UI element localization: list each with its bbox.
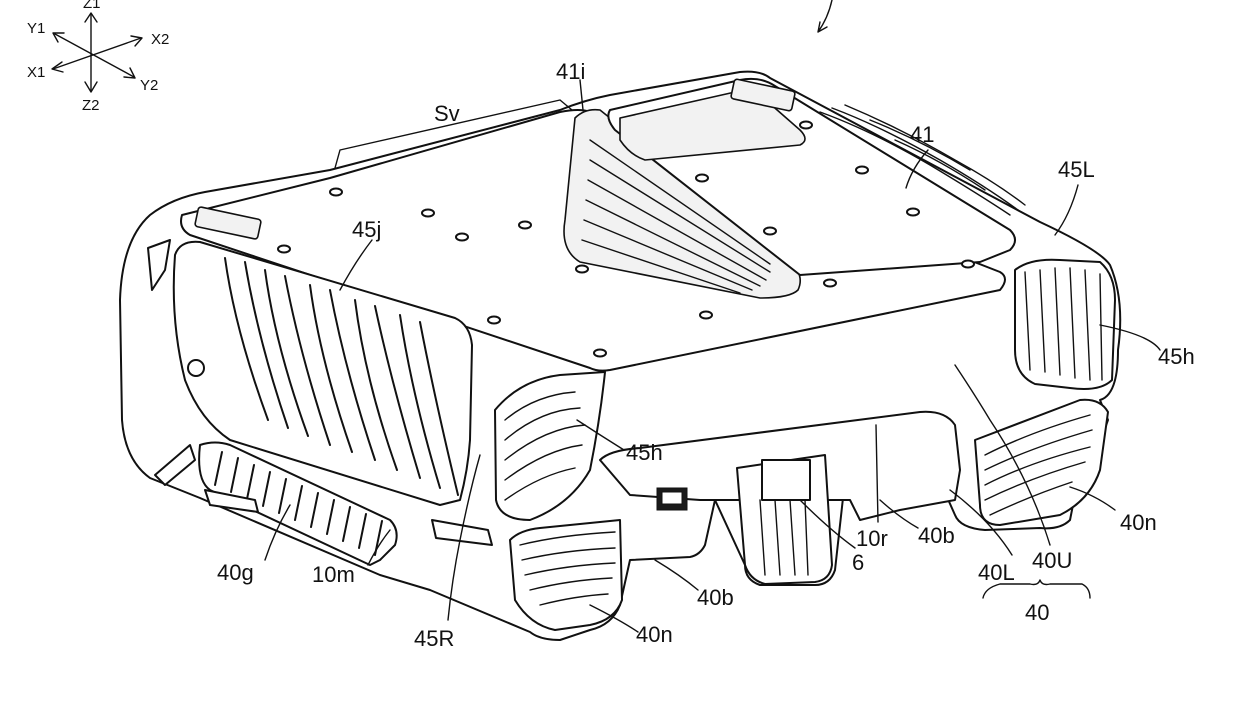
front-button — [188, 360, 204, 376]
label-45j: 45j — [352, 217, 381, 242]
stand-foot-window — [762, 460, 810, 500]
reference-arrow — [818, 0, 832, 32]
network-port-socket — [662, 492, 682, 504]
label-40g: 40g — [217, 560, 254, 585]
device-body — [120, 72, 1120, 640]
axis-label-z2: Z2 — [82, 97, 100, 114]
axis-indicator: Z1 Z2 X1 X2 Y1 Y2 — [27, 0, 169, 114]
label-45h-right: 45h — [1158, 344, 1195, 369]
label-45L: 45L — [1058, 157, 1095, 182]
label-10r: 10r — [856, 526, 888, 551]
axis-label-y1: Y1 — [27, 20, 45, 37]
axis-label-z1: Z1 — [83, 0, 101, 12]
label-40n-front: 40n — [636, 622, 673, 647]
label-41i: 41i — [556, 59, 585, 84]
label-6: 6 — [852, 550, 864, 575]
label-10m: 10m — [312, 562, 355, 587]
axis-label-y2: Y2 — [140, 77, 158, 94]
label-45h-front: 45h — [626, 440, 663, 465]
label-40b-right: 40b — [918, 523, 955, 548]
label-45R: 45R — [414, 626, 454, 651]
label-41: 41 — [910, 122, 934, 147]
label-sv: Sv — [434, 101, 460, 126]
label-40U: 40U — [1032, 548, 1072, 573]
axis-label-x1: X1 — [27, 64, 45, 81]
label-40L: 40L — [978, 560, 1015, 585]
label-40: 40 — [1025, 600, 1049, 625]
label-40n-right: 40n — [1120, 510, 1157, 535]
axis-label-x2: X2 — [151, 31, 169, 48]
label-40b-front: 40b — [697, 585, 734, 610]
